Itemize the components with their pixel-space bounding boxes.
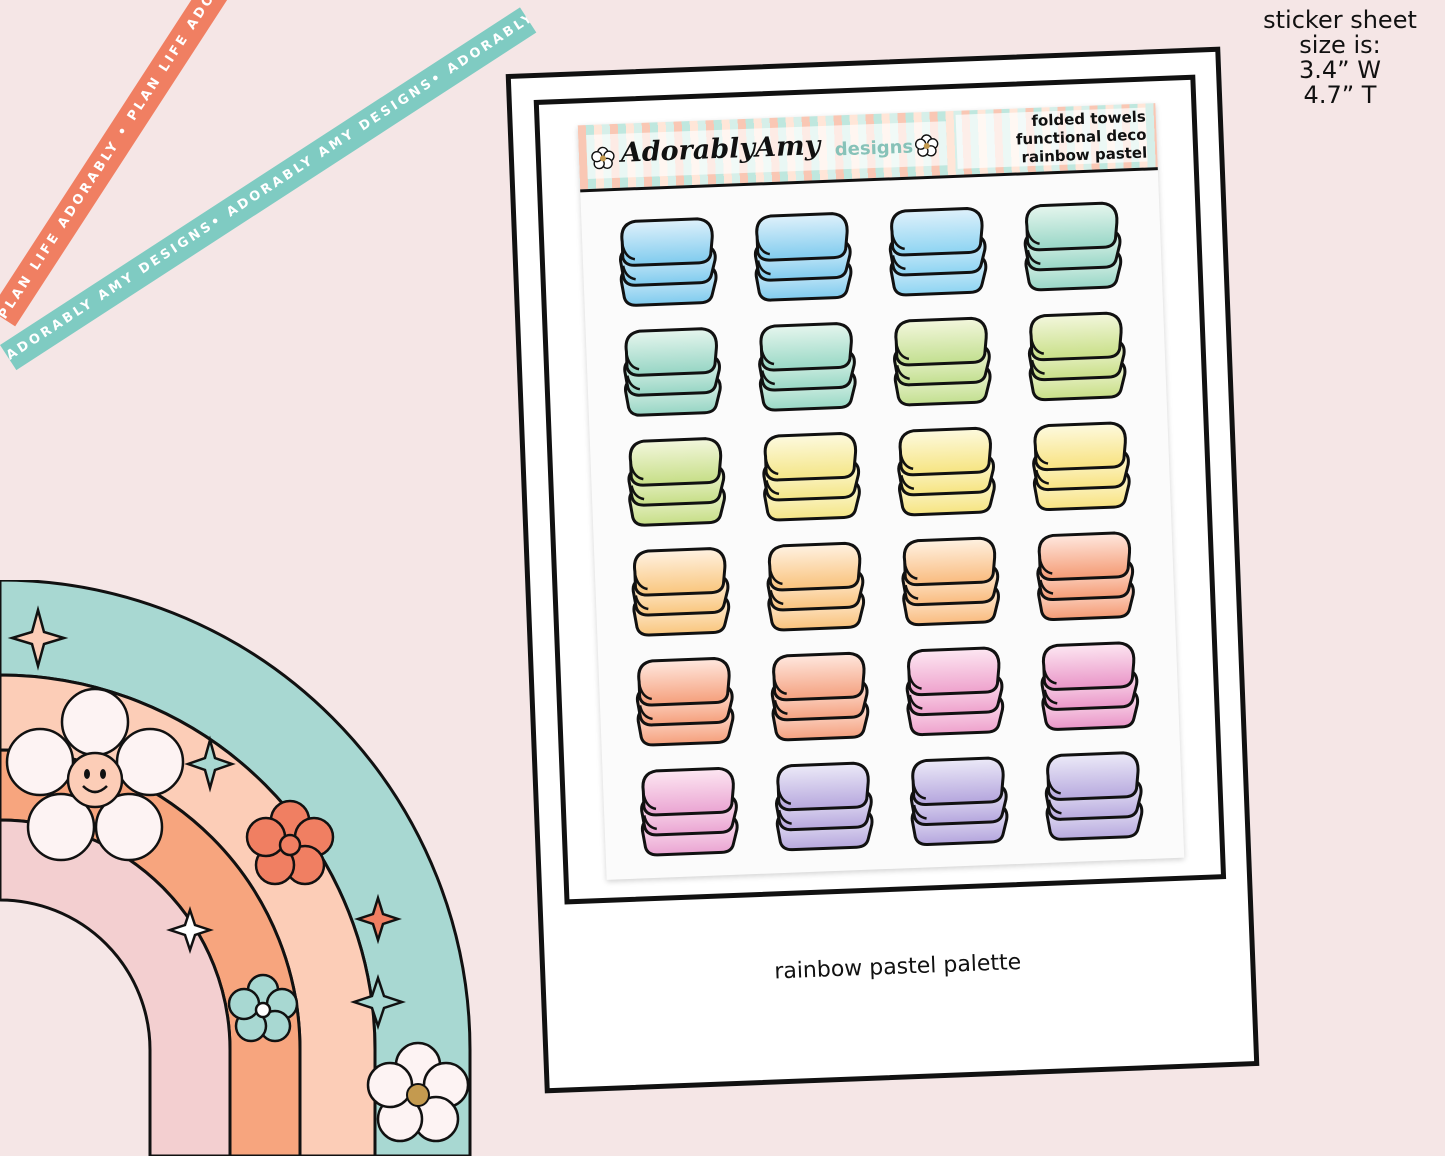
- brand-script-text: AdorablyAmy: [620, 130, 821, 169]
- towel-sticker-icon: [775, 761, 874, 852]
- coral-flower-icon: [245, 799, 335, 886]
- towel-sticker-icon: [905, 646, 1005, 737]
- towel-sticker-icon: [619, 217, 718, 307]
- towel-sticker-grid: [611, 193, 1176, 863]
- towel-sticker-icon: [640, 766, 739, 857]
- towel-sticker-icon: [1036, 531, 1135, 621]
- towel-sticker-icon: [1032, 421, 1131, 512]
- towel-sticker-icon: [627, 437, 726, 527]
- towel-sticker-icon: [758, 322, 857, 412]
- white-flower-icon: [366, 1041, 470, 1143]
- sparkle-icon: [184, 735, 236, 793]
- towel-sticker-icon: [1040, 641, 1140, 731]
- size-note-line: 4.7” T: [1303, 81, 1377, 109]
- sheet-header-banner: AdorablyAmy designs folded towels functi…: [577, 103, 1158, 193]
- brand-designs-text: designs: [834, 136, 914, 161]
- towel-sticker-icon: [1027, 311, 1127, 402]
- brand-logo: AdorablyAmy designs: [586, 121, 948, 180]
- sparkle-icon: [7, 605, 69, 671]
- towel-sticker-icon: [753, 212, 853, 302]
- smiley-flower-icon: [5, 687, 185, 862]
- sparkle-icon: [350, 974, 406, 1030]
- size-note-line: sticker sheet: [1263, 6, 1417, 34]
- sheet-frame: AdorablyAmy designs folded towels functi…: [533, 74, 1227, 905]
- towel-sticker-icon: [888, 206, 988, 297]
- rainbow-illustration: [0, 580, 472, 1156]
- towel-sticker-icon: [901, 536, 1000, 627]
- sparkle-icon: [166, 906, 214, 954]
- sheet-title: folded towels functional deco rainbow pa…: [955, 107, 1148, 169]
- towel-sticker-icon: [909, 756, 1009, 846]
- towel-sticker-icon: [762, 432, 861, 522]
- towel-sticker-icon: [897, 426, 996, 517]
- palette-caption: rainbow pastel palette: [773, 949, 1022, 985]
- size-note-line: 3.4” W: [1299, 56, 1381, 84]
- towel-sticker-icon: [893, 316, 992, 407]
- towel-sticker-icon: [623, 327, 722, 417]
- teal-flower-icon: [227, 973, 299, 1043]
- daisy-icon: [914, 134, 939, 157]
- sticker-sheet-card: AdorablyAmy designs folded towels functi…: [505, 46, 1260, 1094]
- towel-sticker-icon: [1023, 201, 1123, 292]
- daisy-icon: [591, 146, 615, 170]
- sparkle-icon: [354, 893, 402, 945]
- size-note: sticker sheet size is: 3.4” W 4.7” T: [1255, 8, 1425, 108]
- towel-sticker-icon: [1044, 751, 1144, 841]
- towel-sticker-icon: [766, 541, 866, 632]
- towel-sticker-icon: [635, 657, 735, 747]
- towel-sticker-icon: [770, 651, 870, 742]
- sticker-sheet: AdorablyAmy designs folded towels functi…: [577, 103, 1185, 880]
- size-note-line: size is:: [1299, 31, 1381, 59]
- towel-sticker-icon: [631, 547, 731, 637]
